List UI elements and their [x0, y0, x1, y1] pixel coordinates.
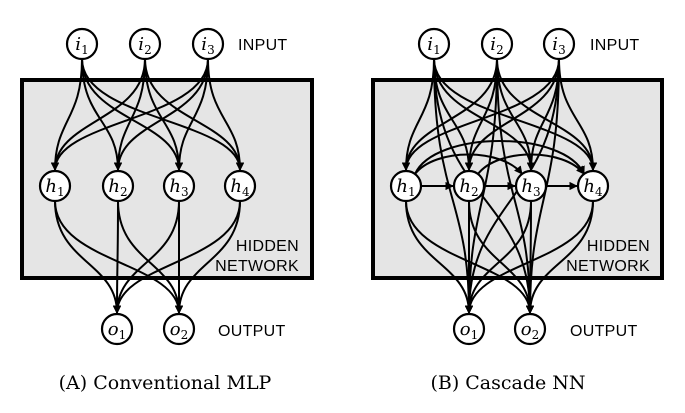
input-node-i1: i1	[417, 27, 451, 61]
input-node-i2: i2	[480, 27, 514, 61]
svg-text:h4: h4	[230, 176, 250, 199]
edge-i3-h4	[558, 58, 598, 171]
edge-i2-h1	[401, 58, 498, 171]
edges-group	[401, 58, 598, 314]
caption-a: (A) Conventional MLP	[59, 372, 272, 394]
panel-conventional-mlp: i1 i2 i3 h1 h2 h3 h4 o1	[20, 27, 314, 394]
hidden-node-h2: h2	[101, 169, 135, 203]
edge-i1-o1	[433, 58, 474, 314]
input-label: INPUT	[238, 37, 288, 54]
caption-b: (B) Cascade NN	[430, 372, 585, 394]
input-node-i2: i2	[128, 27, 162, 61]
edge-i2-h1	[50, 58, 146, 171]
input-label: INPUT	[590, 37, 640, 54]
svg-text:i2: i2	[490, 34, 503, 57]
svg-text:o2: o2	[170, 319, 188, 342]
edge-h1-h3	[414, 153, 523, 175]
output-node-o1: o1	[452, 312, 486, 346]
input-node-i1: i1	[65, 27, 99, 61]
svg-text:i2: i2	[138, 34, 151, 57]
svg-text:h4: h4	[583, 176, 603, 199]
svg-text:o2: o2	[521, 319, 539, 342]
hidden-node-h1: h1	[38, 169, 72, 203]
hidden-node-h2: h2	[452, 169, 486, 203]
svg-text:i1: i1	[75, 34, 88, 57]
edge-h1-h4	[414, 140, 585, 175]
edge-i1-h1	[401, 58, 435, 171]
svg-text:h3: h3	[169, 176, 188, 199]
svg-text:o1: o1	[460, 319, 478, 342]
hidden-label-line1: HIDDEN	[587, 238, 650, 255]
input-node-i3: i3	[191, 27, 225, 61]
hidden-node-h3: h3	[514, 169, 548, 203]
edge-h3-o1	[112, 200, 180, 314]
edge-h4-o1	[112, 200, 241, 314]
edge-h2-h4	[477, 153, 585, 175]
output-node-o1: o1	[100, 312, 134, 346]
edge-i3-h1	[50, 58, 209, 171]
hidden-node-h4: h4	[576, 169, 610, 203]
edge-h3-o1	[464, 200, 532, 314]
edge-i3-h1	[401, 58, 560, 171]
output-node-o2: o2	[162, 312, 196, 346]
edge-h3-o2	[525, 200, 535, 314]
input-node-i3: i3	[542, 27, 576, 61]
edge-i2-o1	[464, 58, 498, 314]
svg-text:h1: h1	[396, 176, 415, 199]
edges-group	[50, 58, 245, 314]
svg-text:i1: i1	[427, 34, 440, 57]
svg-text:i3: i3	[201, 34, 214, 57]
hidden-label-line1: HIDDEN	[236, 238, 299, 255]
output-node-o2: o2	[513, 312, 547, 346]
edge-i3-o2	[525, 58, 560, 314]
svg-text:i3: i3	[552, 34, 565, 57]
panel-cascade-nn: i1 i2 i3 h1 h2 h3 h4 o1	[371, 27, 664, 394]
hidden-node-h3: h3	[162, 169, 196, 203]
edge-i3-h3	[174, 58, 209, 171]
svg-text:h2: h2	[459, 176, 478, 199]
output-label: OUTPUT	[570, 323, 638, 340]
edge-h2-o1	[112, 200, 122, 314]
edge-i3-o1	[464, 58, 560, 314]
output-label: OUTPUT	[218, 323, 286, 340]
edge-h4-o2	[525, 200, 594, 314]
edge-h1-o1	[54, 200, 122, 314]
hidden-label-line2: NETWORK	[215, 258, 299, 275]
svg-text:h2: h2	[108, 176, 127, 199]
edge-h1-o1	[405, 200, 474, 314]
edge-i3-h4	[207, 58, 245, 171]
svg-text:h1: h1	[45, 176, 64, 199]
edge-i3-h2	[113, 58, 209, 171]
svg-text:h3: h3	[521, 176, 540, 199]
hidden-node-h1: h1	[389, 169, 423, 203]
edge-h4-o2	[174, 200, 241, 314]
hidden-node-h4: h4	[223, 169, 257, 203]
edge-i1-h1	[50, 58, 83, 171]
hidden-label-line2: NETWORK	[566, 258, 650, 275]
edge-h4-o1	[464, 200, 594, 314]
svg-text:o1: o1	[108, 319, 126, 342]
